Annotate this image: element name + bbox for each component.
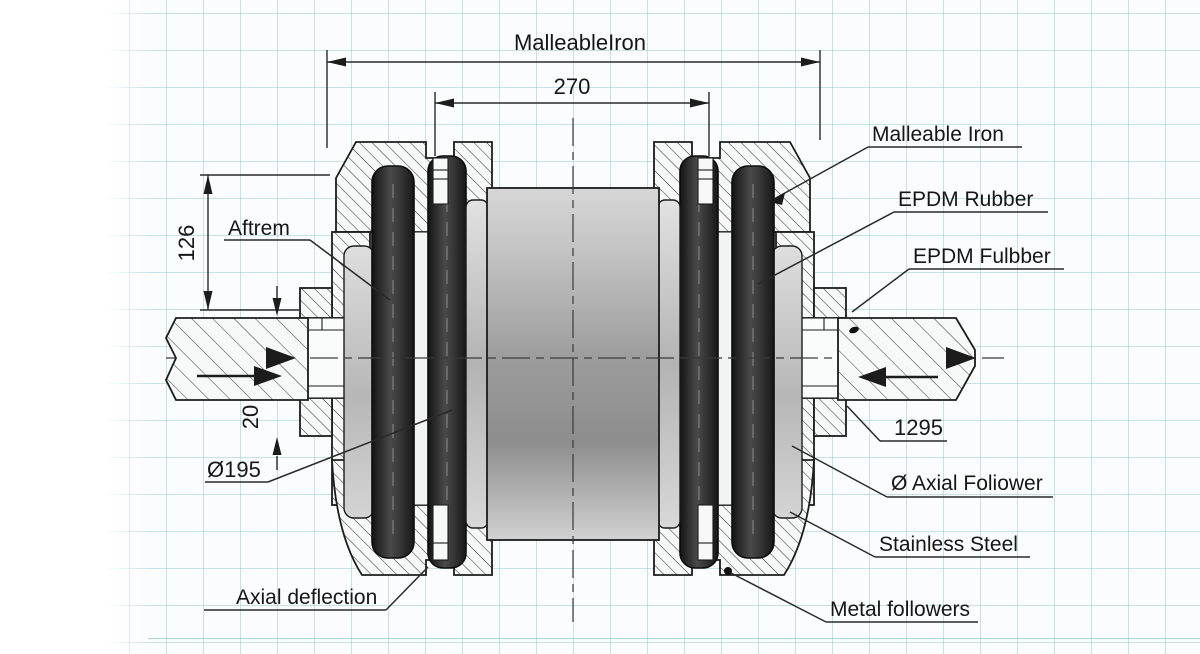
callout-stainless-steel: Stainless Steel xyxy=(789,511,1030,558)
dim-126: 126 xyxy=(174,174,330,311)
dim-overall: MalleableIron xyxy=(326,30,821,148)
metal-follower-pointer-dot xyxy=(724,567,732,575)
left-lower-arrow xyxy=(254,366,282,386)
callout-epdm-rubber-label: EPDM Rubber xyxy=(898,188,1033,211)
callout-axial-deflection-label: Axial deflection xyxy=(236,586,377,609)
dim-195: Ø195 xyxy=(205,409,453,483)
shaft-mark xyxy=(849,326,859,334)
callout-metal-followers: Metal followers xyxy=(724,567,978,623)
callout-aftrem: Aftrem xyxy=(224,217,391,301)
right-ring-spacer xyxy=(717,231,733,506)
left-follower-band xyxy=(343,245,375,519)
left-center-arrow xyxy=(266,347,296,369)
dim-1295-label: 1295 xyxy=(894,415,943,440)
callout-metal-followers-label: Metal followers xyxy=(830,598,970,621)
callout-epdm-fulbber: EPDM Fulbber xyxy=(851,245,1064,313)
callout-axial-follower: Ø Axial Foliower xyxy=(791,445,1053,498)
right-follower-band xyxy=(771,245,803,519)
dim-1295: 1295 xyxy=(846,405,947,442)
axial-arrows xyxy=(197,347,976,387)
callout-stainless-steel-label: Stainless Steel xyxy=(879,533,1018,556)
right-lower-arrow xyxy=(858,367,886,387)
cap-bolts xyxy=(432,157,714,561)
dim-126-label: 126 xyxy=(174,225,199,262)
dim-20-label: 20 xyxy=(238,405,263,429)
right-gland-lower xyxy=(813,397,847,437)
left-shaft xyxy=(164,317,309,401)
callout-epdm-fulbber-label: EPDM Fulbber xyxy=(913,245,1051,268)
left-ring-spacer xyxy=(413,231,429,506)
callout-aftrem-label: Aftrem xyxy=(228,217,290,240)
right-gland-upper xyxy=(813,287,847,319)
callout-axial-deflection: Axial deflection xyxy=(204,566,429,611)
callout-malleable-iron-label: Malleable Iron xyxy=(872,123,1004,146)
callout-axial-follower-label: Ø Axial Foliower xyxy=(891,472,1043,495)
dim-195-label: Ø195 xyxy=(207,457,261,482)
callout-malleable-iron: Malleable Iron xyxy=(770,123,1022,205)
dim-270-label: 270 xyxy=(554,74,591,99)
right-center-arrow xyxy=(946,347,976,369)
left-gland-upper xyxy=(299,287,333,319)
epdm-rings xyxy=(371,155,775,569)
left-gland-lower xyxy=(299,397,333,437)
grid-accent-line xyxy=(148,638,1200,639)
left-drum-shoulder xyxy=(465,199,489,529)
dim-20: 20 xyxy=(238,286,282,470)
dim-270: 270 xyxy=(434,74,710,156)
dim-overall-label: MalleableIron xyxy=(514,30,646,55)
right-drum-shoulder xyxy=(657,199,681,529)
callout-epdm-rubber: EPDM Rubber xyxy=(757,188,1048,285)
